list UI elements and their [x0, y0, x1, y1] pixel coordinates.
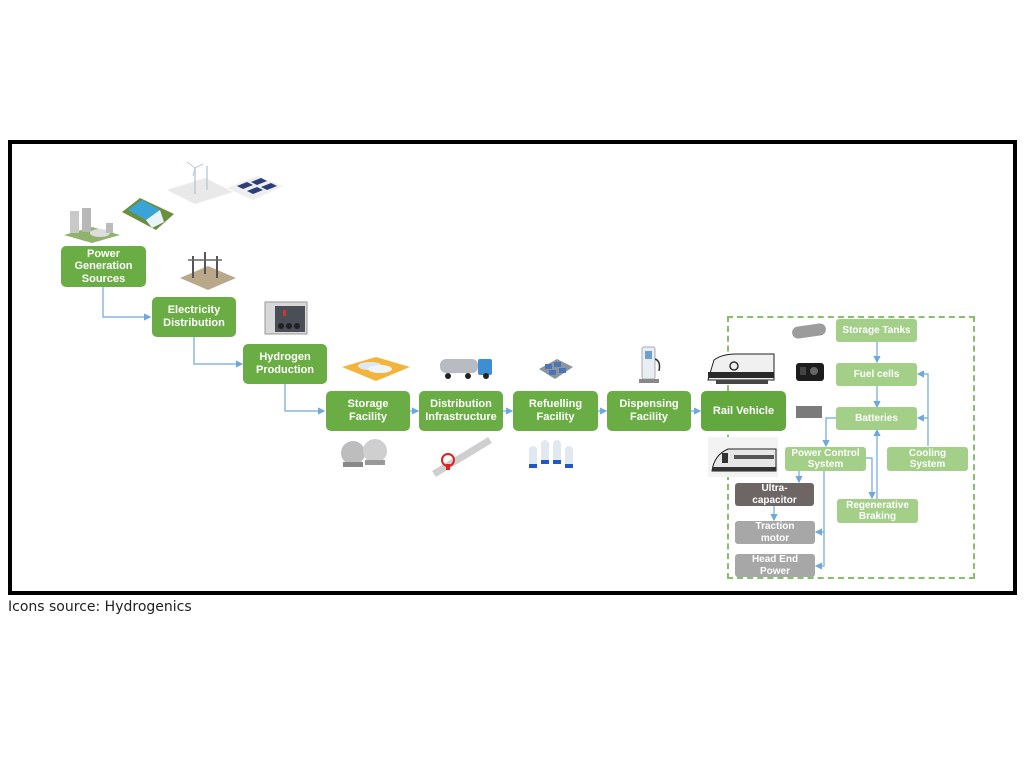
node-regenerative-braking: Regenerative Braking — [837, 499, 918, 523]
node-traction-motor: Traction motor — [735, 521, 815, 544]
solar-panel-icon — [227, 176, 283, 200]
storage-pallet-icon — [342, 357, 410, 381]
node-electricity-distribution: Electricity Distribution — [152, 297, 236, 337]
passenger-train-icon — [708, 437, 778, 477]
nuclear-plant-icon — [64, 208, 120, 243]
node-distribution-infrastructure: Distribution Infrastructure — [419, 391, 503, 431]
storage-tank-icon — [792, 323, 826, 339]
hydro-dam-icon — [122, 198, 174, 230]
locomotive-icon — [707, 353, 775, 384]
electrolyzer-icon — [264, 301, 308, 335]
gas-cylinder-rack-icon — [539, 359, 573, 379]
node-rail-vehicle: Rail Vehicle — [701, 391, 786, 431]
node-ultra-capacitor: Ultra- capacitor — [735, 483, 814, 506]
node-refuelling-facility: Refuelling Facility — [513, 391, 598, 431]
node-fuel-cells: Fuel cells — [836, 363, 917, 386]
node-batteries: Batteries — [836, 407, 917, 430]
wind-turbine-icon — [167, 161, 233, 204]
node-storage-tanks: Storage Tanks — [836, 319, 917, 342]
icons-source-caption: Icons source: Hydrogenics — [8, 599, 192, 615]
node-storage-facility: Storage Facility — [326, 391, 410, 431]
node-head-end-power: Head End Power — [735, 554, 815, 577]
node-cooling-system: Cooling System — [887, 447, 968, 471]
dispenser-icon — [639, 346, 661, 383]
pipeline-valve-icon — [432, 437, 492, 477]
cylinder-bank-icon — [529, 440, 573, 468]
node-dispensing-facility: Dispensing Facility — [607, 391, 691, 431]
fuel-cell-module-icon — [796, 363, 824, 381]
spherical-tanks-icon — [341, 439, 387, 467]
node-power-control-system: Power Control System — [785, 447, 866, 471]
battery-pack-icon — [796, 406, 822, 418]
node-power-generation-sources: Power Generation Sources — [61, 246, 146, 287]
substation-icon — [180, 252, 236, 290]
tanker-truck-icon — [440, 359, 492, 379]
node-hydrogen-production: Hydrogen Production — [243, 344, 327, 384]
